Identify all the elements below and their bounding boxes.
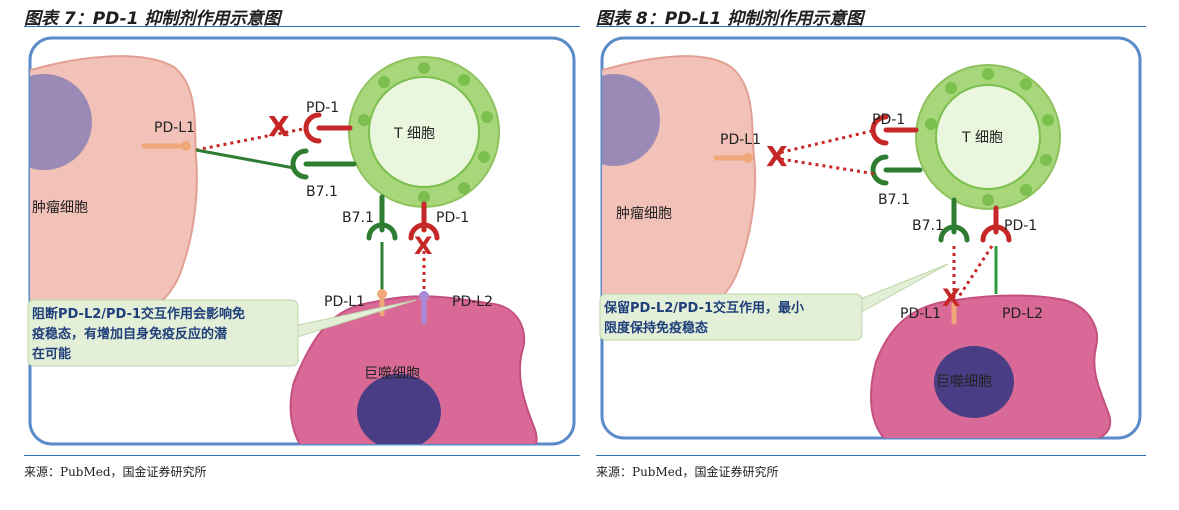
block-mark-bottom: X — [414, 232, 433, 260]
callout-line-1: 阻断PD-L2/PD-1交互作用会影响免 — [32, 306, 245, 322]
active-interaction-line-top — [195, 148, 295, 170]
b71-receptor-top — [870, 154, 923, 186]
block-mark-bottom: X — [942, 284, 961, 312]
title-rule-left — [24, 26, 580, 27]
label-pd1-bottom: PD-1 — [1004, 218, 1037, 234]
tumor-nucleus — [30, 74, 92, 170]
blocked-interaction-dotted-top — [195, 126, 309, 152]
label-macrophage: 巨噬细胞 — [936, 374, 992, 390]
blocked-interaction-dotted-bottom-pd1 — [956, 245, 994, 299]
source-rule-left — [24, 455, 580, 456]
label-t-cell: T 细胞 — [961, 130, 1003, 146]
b71-receptor-bottom — [938, 197, 970, 243]
label-b71-bottom: B7.1 — [342, 210, 374, 226]
label-pdl1-bottom: PD-L1 — [324, 294, 365, 310]
block-mark-top: X — [766, 140, 788, 173]
label-b71-top: B7.1 — [878, 192, 910, 208]
label-tumor-cell: 肿瘤细胞 — [32, 199, 88, 216]
figure-title-right: 图表 8：PD-L1 抑制剂作用示意图 — [596, 9, 864, 29]
t-cell — [348, 56, 500, 208]
diagram-right: X X T 细胞 肿瘤细胞 巨噬细胞 PD-L1 PD-1 B7.1 B7.1 … — [599, 36, 1142, 440]
blocked-interaction-dotted-b71 — [773, 156, 877, 176]
title-rule-right — [596, 26, 1146, 27]
source-left: 来源：PubMed，国金证券研究所 — [24, 465, 207, 479]
pd1-receptor-bottom — [408, 201, 440, 241]
block-mark-top: X — [268, 110, 290, 143]
macrophage-nucleus — [357, 374, 441, 444]
tumor-nucleus — [602, 74, 660, 166]
label-pdl2: PD-L2 — [452, 294, 493, 310]
callout-line-1: 保留PD-L2/PD-1交互作用，最小 — [603, 300, 804, 316]
pdl1-ligand-top — [141, 141, 191, 151]
pd1-receptor-top — [870, 114, 919, 146]
label-macrophage: 巨噬细胞 — [364, 366, 420, 382]
callout-line-2: 限度保持免疫稳态 — [604, 320, 708, 336]
pd1-receptor-bottom — [980, 205, 1012, 243]
label-pd1-top: PD-1 — [872, 112, 905, 128]
label-pdl1-top: PD-L1 — [154, 120, 195, 136]
label-pdl2: PD-L2 — [1002, 306, 1043, 322]
t-cell — [915, 64, 1061, 210]
label-b71-bottom: B7.1 — [912, 218, 944, 234]
b71-receptor-top — [290, 148, 357, 180]
pdl2-ligand — [419, 291, 429, 325]
label-t-cell: T 细胞 — [393, 126, 435, 142]
label-pd1-top: PD-1 — [306, 100, 339, 116]
label-pdl1-bottom: PD-L1 — [900, 306, 941, 322]
label-pd1-bottom: PD-1 — [436, 210, 469, 226]
callout-box: 阻断PD-L2/PD-1交互作用会影响免 疫稳态，有增加自身免疫反应的潜 在可能 — [27, 299, 417, 367]
pdl1-ligand-top — [713, 153, 753, 163]
callout-line-2: 疫稳态，有增加自身免疫反应的潜 — [32, 326, 228, 342]
callout-line-3: 在可能 — [32, 346, 71, 362]
source-rule-right — [596, 455, 1146, 456]
label-b71-top: B7.1 — [306, 184, 338, 200]
b71-receptor-bottom — [366, 194, 398, 241]
figure-title-left: 图表 7：PD-1 抑制剂作用示意图 — [24, 9, 281, 29]
macrophage-nucleus — [934, 346, 1014, 418]
label-pdl1-top: PD-L1 — [720, 132, 761, 148]
diagram-left: X X T 细胞 肿瘤细胞 巨噬细胞 PD-L1 PD-1 B7.1 B7.1 … — [27, 36, 576, 446]
source-right: 来源：PubMed，国金证券研究所 — [596, 465, 779, 479]
label-tumor-cell: 肿瘤细胞 — [616, 205, 672, 222]
callout-box: 保留PD-L2/PD-1交互作用，最小 限度保持免疫稳态 — [599, 263, 949, 341]
